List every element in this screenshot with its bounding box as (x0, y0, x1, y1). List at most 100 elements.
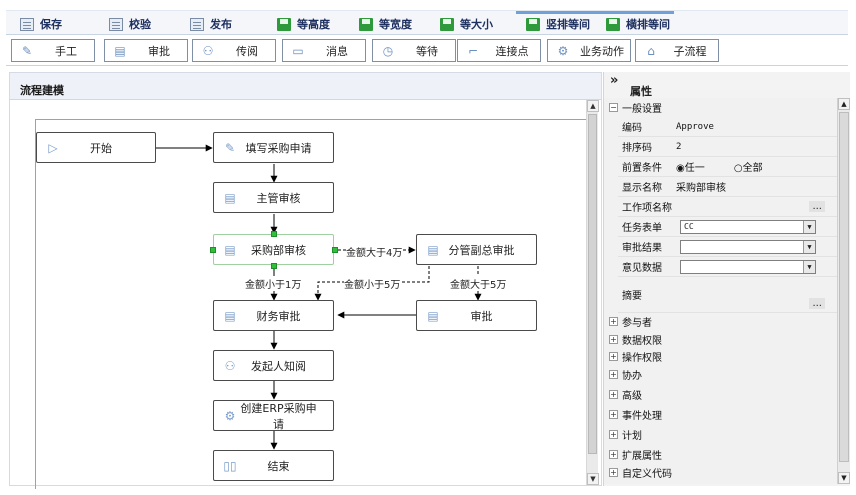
validate-label: 校验 (129, 18, 151, 31)
section-assist[interactable]: + 协办 (604, 365, 642, 383)
section-participants-label: 参与者 (622, 317, 652, 329)
connector-node-button[interactable]: ⌐ 连接点 (457, 39, 541, 62)
scroll-down-arrow[interactable]: ▼ (838, 472, 850, 484)
equal-size-button[interactable]: 等大小 (440, 14, 493, 34)
expand-toggle-icon[interactable]: + (609, 449, 618, 459)
section-data-permissions[interactable]: + 数据权限 (604, 330, 662, 348)
scroll-up-arrow[interactable]: ▲ (587, 100, 599, 112)
collapse-toggle-icon[interactable]: − (609, 102, 618, 112)
expand-toggle-icon[interactable]: + (609, 389, 618, 399)
message-icon: ▭ (292, 43, 304, 58)
expand-toggle-icon[interactable]: + (609, 316, 618, 326)
prop-display-label: 显示名称 (622, 183, 662, 194)
horizontal-spacing-button[interactable]: 横排等间 (606, 14, 670, 34)
prop-row-approval-result: 审批结果 ▼ (618, 237, 837, 257)
chevron-down-icon: ▼ (803, 261, 815, 273)
summary-browse-button[interactable]: ... (809, 298, 825, 309)
subprocess-label: 子流程 (673, 44, 707, 58)
expand-toggle-icon[interactable]: + (609, 409, 618, 419)
prop-row-display-name: 显示名称 采购部审核 (618, 177, 837, 197)
expand-toggle-icon[interactable]: + (609, 429, 618, 439)
validate-icon (109, 17, 123, 31)
scroll-thumb[interactable] (588, 114, 597, 454)
section-advanced[interactable]: + 高级 (604, 385, 642, 403)
section-participants[interactable]: + 参与者 (604, 312, 652, 330)
precondition-all-radio[interactable]: ○全部 (733, 163, 763, 174)
play-icon: ▷ (48, 140, 58, 155)
node-finance-approval[interactable]: ▤ 财务审批 (213, 300, 334, 331)
vertical-spacing-button[interactable]: 竖排等间 (526, 14, 590, 34)
publish-button[interactable]: 发布 (190, 14, 232, 34)
section-assist-label: 协办 (622, 370, 642, 382)
horizontal-spacing-icon (606, 17, 620, 31)
section-event-handling[interactable]: + 事件处理 (604, 405, 662, 423)
node-end[interactable]: ▯▯ 结束 (213, 450, 334, 481)
prop-precondition-label: 前置条件 (622, 163, 662, 174)
opinion-data-select[interactable]: ▼ (680, 260, 816, 274)
approval-result-select[interactable]: ▼ (680, 240, 816, 254)
prop-workitem-label: 工作项名称 (622, 203, 672, 214)
save-label: 保存 (40, 18, 62, 31)
approve-label: 审批 (148, 44, 170, 58)
document-icon: ▤ (114, 43, 126, 58)
selection-handle-left[interactable] (210, 247, 216, 253)
edge-label-gt5: 金额大于5万 (450, 276, 507, 291)
node-approve[interactable]: ▤ 审批 (416, 300, 537, 331)
manual-node-button[interactable]: ✎ 手工 (11, 39, 95, 62)
equal-height-icon (277, 17, 291, 31)
node-deputy-approval[interactable]: ▤ 分管副总审批 (416, 234, 537, 265)
gear-icon: ⚙ (557, 43, 569, 58)
equal-width-icon (359, 17, 373, 31)
prop-code-value[interactable]: Approve (676, 121, 714, 132)
node-fill-request[interactable]: ✎ 填写采购申请 (213, 132, 334, 163)
task-form-select[interactable]: CC ▼ (680, 220, 816, 234)
document-icon: ▤ (427, 242, 439, 257)
node-initiator-notify[interactable]: ⚇ 发起人知阅 (213, 350, 334, 381)
subprocess-node-button[interactable]: ⌂ 子流程 (635, 39, 719, 62)
selection-handle-bottom[interactable] (271, 263, 277, 269)
equal-height-button[interactable]: 等高度 (277, 14, 330, 34)
message-node-button[interactable]: ▭ 消息 (282, 39, 366, 62)
expand-toggle-icon[interactable]: + (609, 467, 618, 477)
scroll-up-arrow[interactable]: ▲ (838, 98, 850, 110)
section-general[interactable]: − 一般设置 (604, 98, 662, 116)
scroll-down-arrow[interactable]: ▼ (587, 473, 599, 485)
circulate-label: 传阅 (236, 44, 258, 58)
save-button[interactable]: 保存 (20, 14, 62, 34)
validate-button[interactable]: 校验 (109, 14, 151, 34)
approve-node-button[interactable]: ▤ 审批 (104, 39, 188, 62)
properties-vertical-scrollbar[interactable]: ▲ ▼ (837, 98, 850, 484)
prop-summary-label: 摘要 (622, 291, 642, 302)
circulate-node-button[interactable]: ⚇ 传阅 (192, 39, 276, 62)
scroll-thumb[interactable] (839, 112, 849, 462)
collapse-panel-icon[interactable]: » (610, 73, 619, 88)
prop-row-summary: 摘要 ... (618, 277, 837, 313)
expand-toggle-icon[interactable]: + (609, 334, 618, 344)
selection-handle-top[interactable] (271, 231, 277, 237)
section-plan[interactable]: + 计划 (604, 425, 642, 443)
process-diagram[interactable]: ▷ 开始 ✎ 填写采购申请 ▤ 主管审核 ▤ 采购部审核 ▤ 分管副总审批 ▤ … (35, 119, 587, 489)
section-custom-code[interactable]: + 自定义代码 (604, 463, 672, 481)
node-start[interactable]: ▷ 开始 (36, 132, 156, 163)
wait-node-button[interactable]: ◷ 等待 (372, 39, 456, 62)
workitem-browse-button[interactable]: ... (809, 201, 825, 212)
expand-toggle-icon[interactable]: + (609, 351, 618, 361)
user-icon: ⚇ (224, 358, 236, 373)
business-action-button[interactable]: ⚙ 业务动作 (547, 39, 631, 62)
node-manager-review[interactable]: ▤ 主管审核 (213, 182, 334, 213)
section-operation-permissions[interactable]: + 操作权限 (604, 347, 662, 365)
selection-handle-right[interactable] (332, 247, 338, 253)
prop-code-label: 编码 (622, 123, 642, 134)
node-purchase-review[interactable]: ▤ 采购部审核 (213, 234, 334, 265)
prop-order-value[interactable]: 2 (676, 141, 682, 152)
expand-toggle-icon[interactable]: + (609, 369, 618, 379)
edge-label-lt5: 金额小于5万 (344, 276, 401, 291)
task-form-value: CC (684, 222, 694, 231)
equal-width-button[interactable]: 等宽度 (359, 14, 412, 34)
canvas-vertical-scrollbar[interactable]: ▲ ▼ (586, 100, 599, 485)
section-extended-properties[interactable]: + 扩展属性 (604, 445, 662, 463)
prop-display-value[interactable]: 采购部审核 (676, 183, 726, 194)
precondition-any-radio[interactable]: ◉任一 (676, 163, 705, 174)
node-create-erp[interactable]: ⚙ 创建ERP采购申请 (213, 400, 334, 431)
section-advanced-label: 高级 (622, 390, 642, 402)
